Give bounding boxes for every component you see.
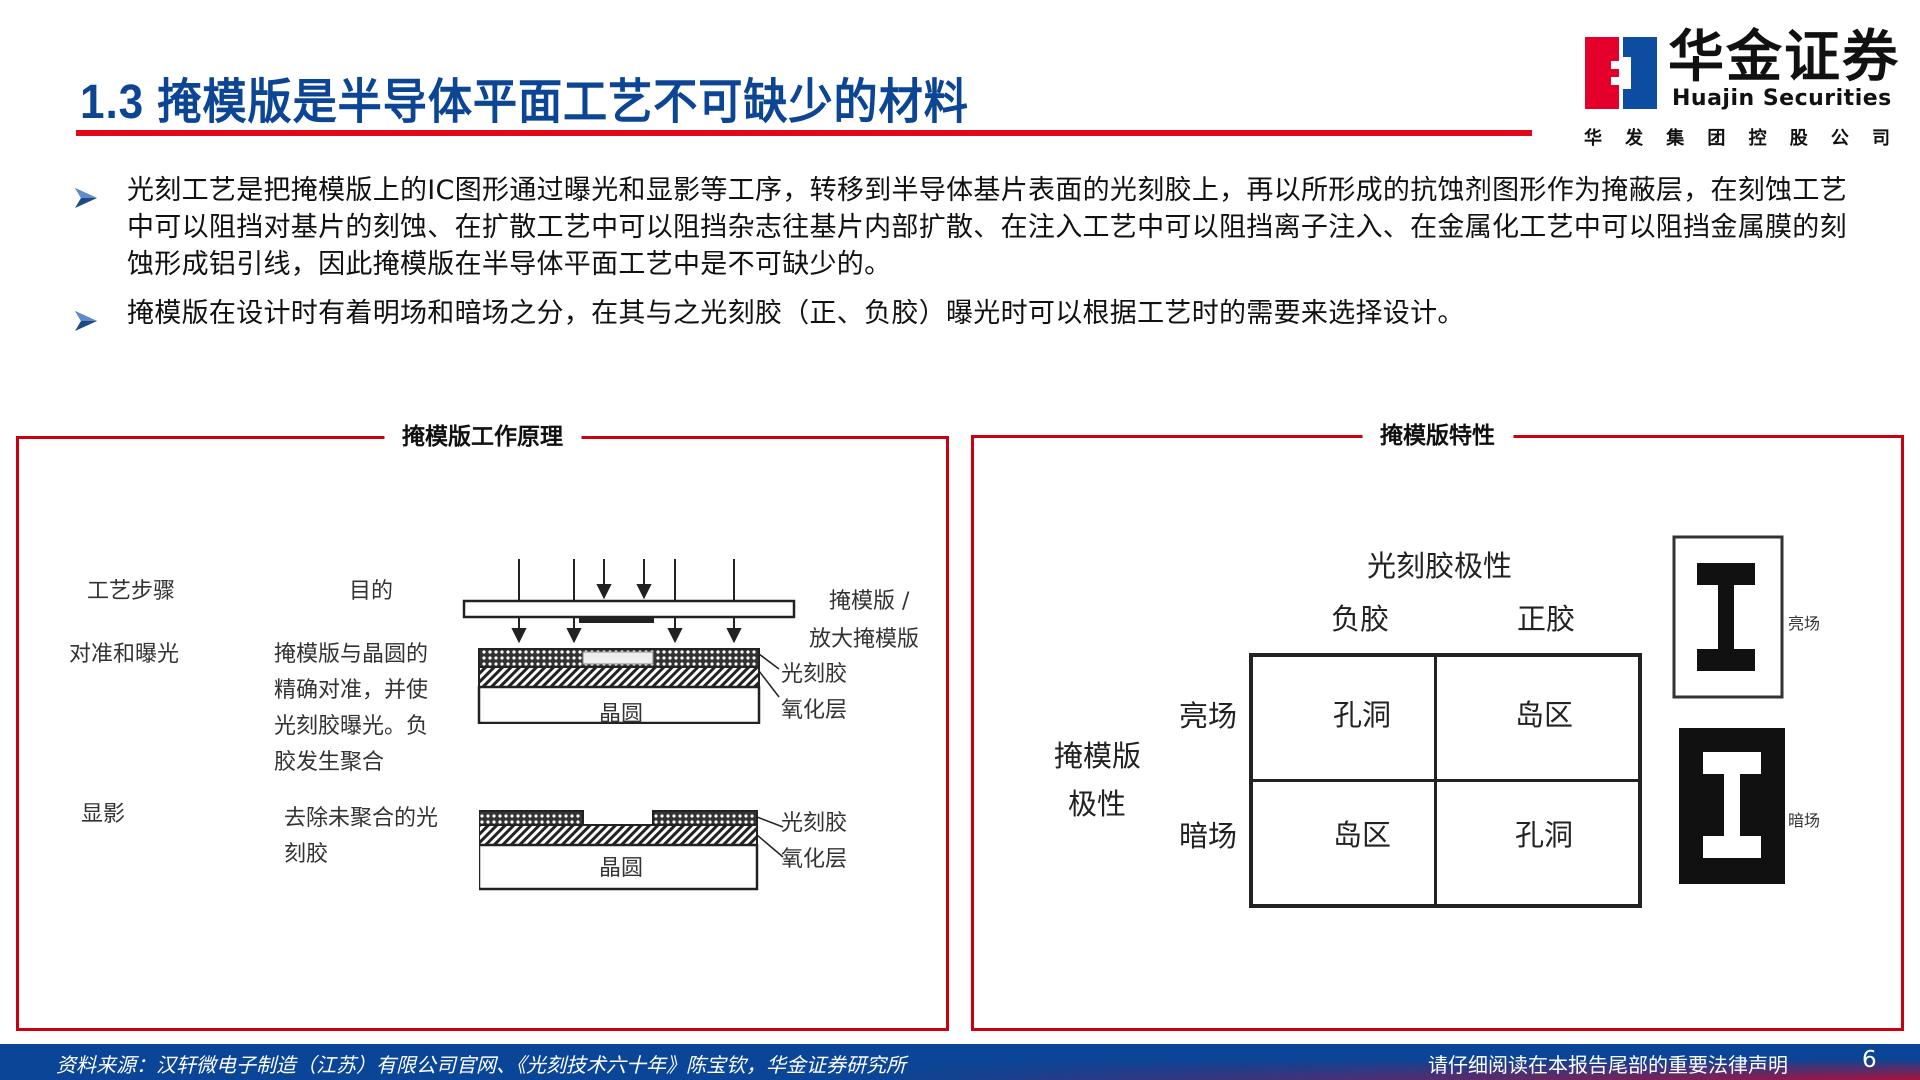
logo-name-cn: 华金证券 — [1668, 25, 1900, 90]
polarity-table: 孔洞 岛区 岛区 孔洞 — [1249, 653, 1642, 908]
wafer-label: 晶圆 — [599, 856, 644, 881]
footer-legal-notice: 请仔细阅读在本报告尾部的重要法律声明 — [1428, 1053, 1788, 1077]
logo-subtitle: 华 发 集 团 控 股 公 司 — [1584, 124, 1890, 150]
arrow-bullet-icon — [70, 172, 127, 218]
logo-subtitle-char: 集 — [1666, 128, 1685, 149]
mask-characteristics-panel: 掩模版特性 光刻胶极性 负胶 正胶 掩模版 极性 亮场 暗场 孔洞 岛区 岛区 … — [971, 421, 1904, 1031]
develop-diagram — [479, 810, 759, 891]
logo-subtitle-char: 华 — [1584, 128, 1602, 149]
oxide-label: 氧化层 — [781, 847, 848, 872]
purpose-line: 胶发生聚合 — [274, 750, 385, 775]
purpose-line: 光刻胶曝光。负 — [274, 714, 429, 739]
purpose-line: 掩模版与晶圆的 — [274, 642, 429, 667]
logo-subtitle-char: 司 — [1871, 128, 1890, 149]
bullet-list: 光刻工艺是把掩模版上的IC图形通过曝光和显影等工序，转移到半导体基片表面的光刻胶… — [70, 172, 1860, 353]
dark-field-mask-icon — [1679, 728, 1785, 884]
panel-title: 掩模版特性 — [1362, 421, 1513, 451]
col-header-positive: 正胶 — [1517, 602, 1576, 636]
panel-title: 掩模版工作原理 — [384, 422, 581, 452]
mask-label: 掩模版 / — [829, 589, 910, 614]
logo-subtitle-char: 公 — [1830, 128, 1849, 149]
bright-field-mask-icon — [1672, 535, 1784, 699]
title-underline — [76, 130, 1532, 136]
table-cell: 岛区 — [1333, 818, 1392, 852]
page-number: 6 — [1862, 1047, 1877, 1073]
dark-field-label: 暗场 — [1788, 811, 1821, 830]
logo-subtitle-char: 团 — [1707, 128, 1726, 149]
arrow-bullet-icon — [70, 295, 127, 341]
oxide-label: 氧化层 — [781, 698, 848, 723]
table-cell: 孔洞 — [1515, 818, 1574, 852]
purpose-line: 去除未聚合的光 — [284, 806, 439, 831]
bullet-item: 光刻工艺是把掩模版上的IC图形通过曝光和显影等工序，转移到半导体基片表面的光刻胶… — [70, 172, 1860, 283]
step-develop-label: 显影 — [81, 802, 126, 827]
footer-source: 资料来源：汉轩微电子制造（江苏）有限公司官网、《光刻技术六十年》陈宝钦，华金证券… — [56, 1053, 906, 1077]
logo-subtitle-char: 控 — [1748, 128, 1767, 149]
table-cell: 孔洞 — [1333, 698, 1392, 732]
row-label-bright: 亮场 — [1179, 699, 1238, 733]
reticle-label: 放大掩模版 — [809, 627, 920, 652]
exposure-diagram — [462, 559, 796, 724]
step-exposure-label: 对准和曝光 — [69, 642, 180, 667]
mask-polarity-label: 掩模版 — [1054, 739, 1142, 773]
huajin-logo-icon — [1585, 37, 1657, 109]
table-divider — [1253, 779, 1638, 782]
mask-working-principle-panel: 掩模版工作原理 工艺步骤 目的 掩模版 / 放大掩模版 对准和曝光 掩模版与晶圆… — [16, 422, 949, 1031]
bright-field-label: 亮场 — [1788, 614, 1821, 633]
header-step: 工艺步骤 — [87, 579, 176, 604]
col-header-negative: 负胶 — [1331, 602, 1390, 636]
logo-name-en: Huajin Securities — [1672, 86, 1892, 111]
leader-lines — [757, 816, 784, 858]
row-label-dark: 暗场 — [1179, 819, 1238, 853]
page-title: 1.3 掩模版是半导体平面工艺不可缺少的材料 — [80, 76, 969, 129]
bullet-item: 掩模版在设计时有着明场和暗场之分，在其与之光刻胶（正、负胶）曝光时可以根据工艺时… — [70, 295, 1860, 341]
bullet-text: 掩模版在设计时有着明场和暗场之分，在其与之光刻胶（正、负胶）曝光时可以根据工艺时… — [127, 298, 1465, 329]
purpose-line: 刻胶 — [284, 842, 329, 867]
photoresist-label: 光刻胶 — [781, 662, 848, 687]
logo-subtitle-char: 发 — [1625, 128, 1644, 149]
mask-polarity-label: 极性 — [1068, 787, 1127, 821]
bullet-text: 光刻工艺是把掩模版上的IC图形通过曝光和显影等工序，转移到半导体基片表面的光刻胶… — [127, 175, 1848, 280]
table-cell: 岛区 — [1515, 698, 1574, 732]
purpose-line: 精确对准，并使 — [274, 678, 429, 703]
photoresist-label: 光刻胶 — [781, 811, 848, 836]
wafer-label: 晶圆 — [599, 702, 644, 727]
logo-subtitle-char: 股 — [1789, 128, 1808, 149]
resist-polarity-label: 光刻胶极性 — [1367, 549, 1513, 583]
header-purpose: 目的 — [349, 579, 394, 604]
footer-bar: 资料来源：汉轩微电子制造（江苏）有限公司官网、《光刻技术六十年》陈宝钦，华金证券… — [0, 1044, 1920, 1080]
